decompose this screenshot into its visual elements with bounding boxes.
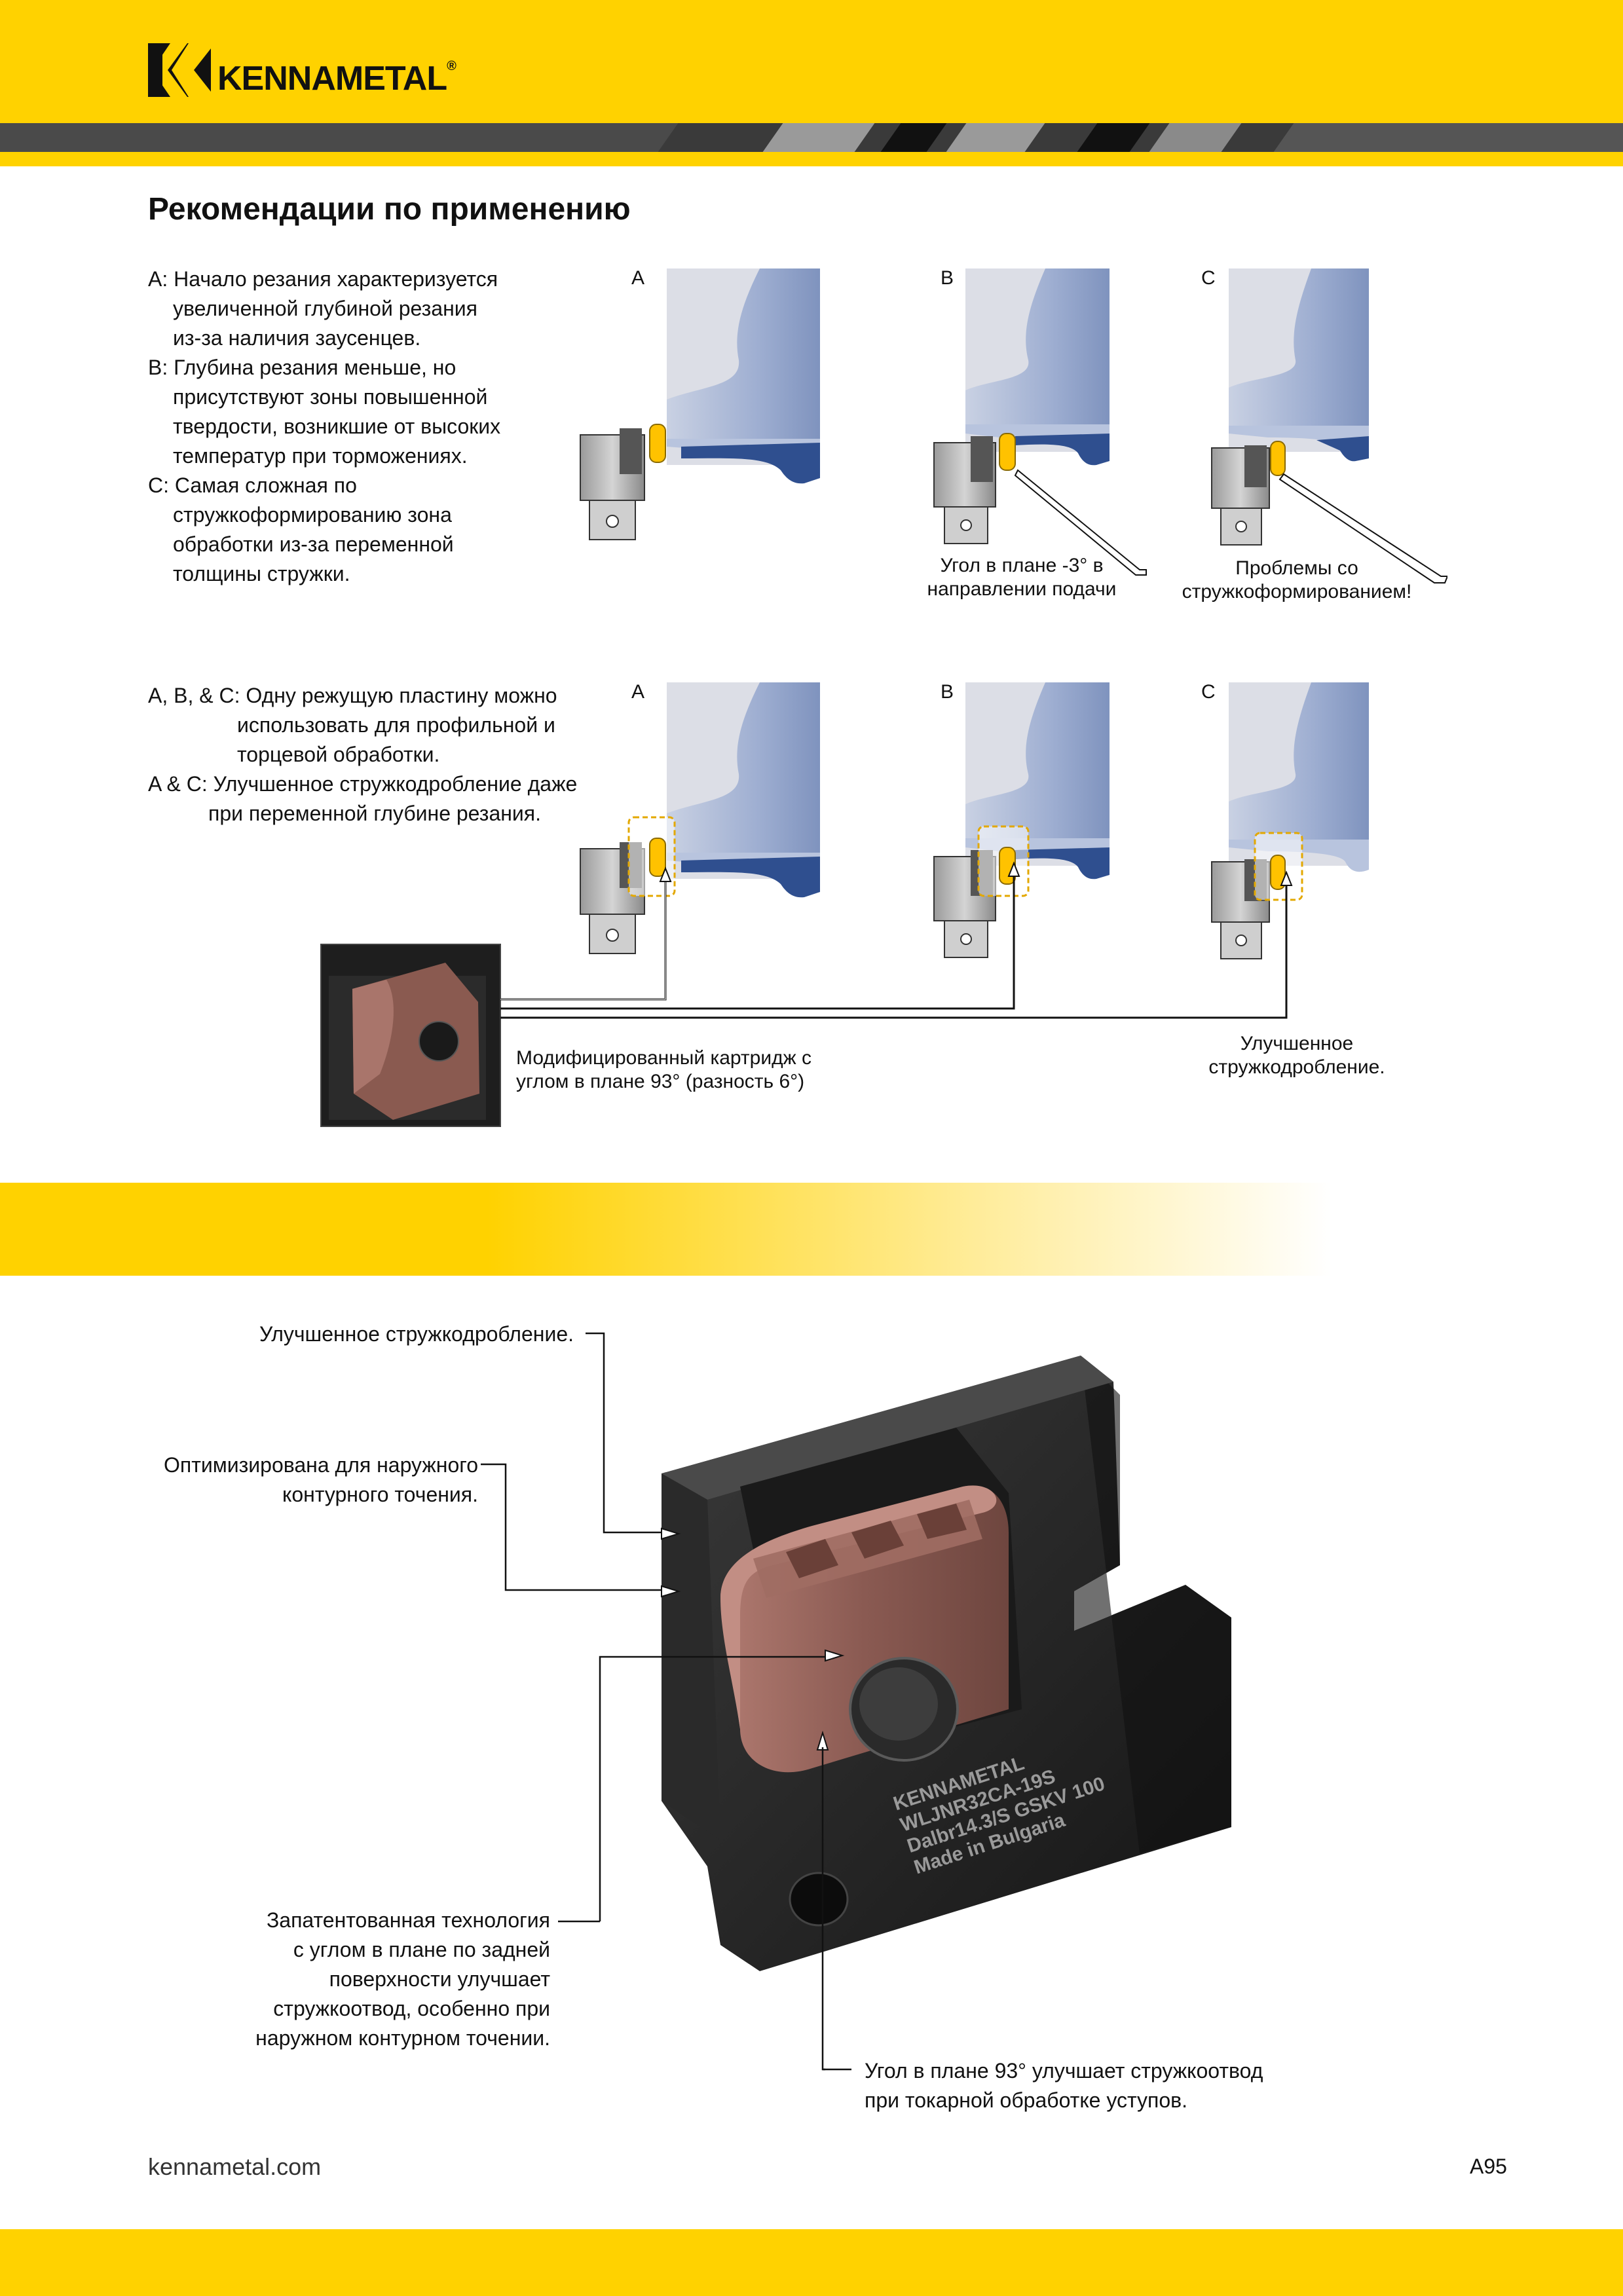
diagram2-a bbox=[580, 682, 820, 954]
section1-diagram bbox=[580, 268, 1447, 583]
text-line: стружкоформированию зона bbox=[173, 503, 452, 527]
text-line: твердости, возникшие от высоких bbox=[173, 415, 501, 438]
arrow-icon bbox=[1278, 473, 1447, 583]
text-line: обработки из-за переменной bbox=[173, 532, 454, 556]
diagram2-c bbox=[1211, 682, 1369, 959]
text-line: B: Глубина резания меньше, но bbox=[148, 356, 457, 379]
arrow-icon bbox=[661, 1585, 681, 1598]
page-title: Рекомендации по применению bbox=[148, 192, 631, 227]
arrow-icon bbox=[825, 1649, 845, 1662]
diagram2-b bbox=[933, 682, 1110, 958]
section1-text: A: Начало резания характеризуется увелич… bbox=[148, 265, 567, 589]
callout-leaders bbox=[481, 1332, 851, 2071]
text-line: A & C: Улучшенное стружкодробление даже bbox=[148, 772, 578, 796]
product-photo bbox=[661, 1356, 1231, 1971]
section2-diagram bbox=[320, 682, 1369, 1127]
header-stripe bbox=[0, 123, 1623, 152]
stripe-seg bbox=[1149, 123, 1242, 152]
text-line: A, B, & C: Одну режущую пластину можно bbox=[148, 684, 557, 707]
arrow-icon bbox=[1014, 469, 1147, 576]
text-line: присутствуют зоны повышенной bbox=[173, 385, 488, 409]
text-line: торцевой обработки. bbox=[237, 743, 440, 766]
header-yellow-line bbox=[0, 152, 1623, 166]
diagram2-label-c: C bbox=[1201, 681, 1216, 703]
footer-band bbox=[0, 2229, 1623, 2296]
page-number: A95 bbox=[1470, 2155, 1507, 2178]
arrow-icon bbox=[1007, 861, 1020, 877]
diagram-label-a: A bbox=[631, 267, 645, 289]
text-line: толщины стружки. bbox=[173, 562, 350, 585]
text-line: увеличенной глубиной резания bbox=[173, 297, 477, 320]
stripe-seg bbox=[1273, 123, 1623, 152]
section2-text: A, B, & C: Одну режущую пластину можно и… bbox=[148, 681, 593, 828]
connector-lines bbox=[500, 872, 1288, 1019]
text-line: A: Начало резания характеризуется bbox=[148, 267, 498, 291]
logo-wordmark: KENNAMETAL® bbox=[217, 59, 457, 98]
text-line: из-за наличия заусенцев. bbox=[173, 326, 421, 350]
diagram2-label-b: B bbox=[941, 681, 954, 703]
diagram-b bbox=[933, 268, 1110, 544]
text-line: C: Самая сложная по bbox=[148, 473, 357, 497]
kennametal-logo-icon bbox=[148, 43, 211, 97]
stripe-seg bbox=[1077, 123, 1150, 152]
stripe-seg bbox=[762, 123, 875, 152]
diagram-a bbox=[580, 268, 820, 540]
text-line: температур при торможениях. bbox=[173, 444, 468, 468]
cartridge-photo bbox=[320, 944, 501, 1127]
diagram-label-c: C bbox=[1201, 267, 1216, 289]
diagram-c bbox=[1211, 268, 1369, 546]
stripe-seg bbox=[946, 123, 1045, 152]
header-band bbox=[0, 0, 1623, 123]
text-line: использовать для профильной и bbox=[237, 713, 555, 737]
footer-url[interactable]: kennametal.com bbox=[148, 2153, 322, 2180]
text-line: при переменной глубине резания. bbox=[208, 802, 541, 825]
callout-chip-breaking: Улучшенное стружкодробление. bbox=[259, 1322, 574, 1346]
arrow-icon bbox=[661, 1527, 681, 1540]
stripe-seg bbox=[880, 123, 947, 152]
arrow-icon bbox=[659, 866, 672, 882]
arrow-icon bbox=[1280, 870, 1293, 886]
section-divider-band bbox=[0, 1183, 1623, 1276]
diagram2-label-a: A bbox=[631, 681, 645, 703]
diagram-label-b: B bbox=[941, 267, 954, 289]
stripe-seg bbox=[0, 123, 679, 152]
